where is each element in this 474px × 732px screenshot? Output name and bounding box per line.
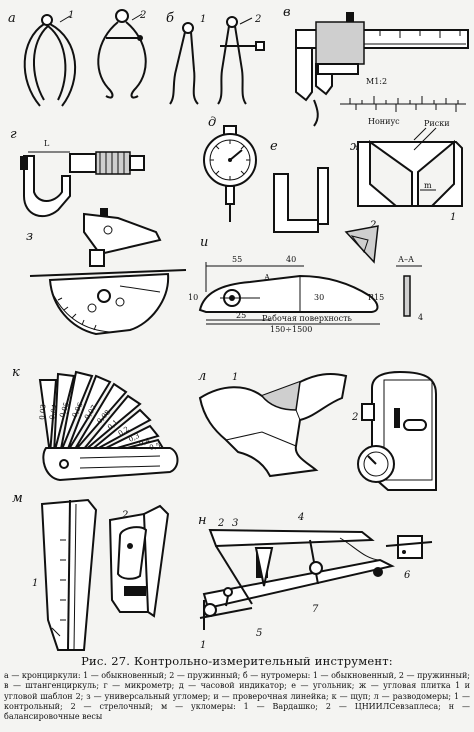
panel-zh-angle-gauges: ж Риски m 1 2 xyxy=(344,119,463,264)
angle-plate-illustration xyxy=(357,127,463,207)
vernier-caliper-illustration xyxy=(295,12,469,127)
panel-i-straight-edge: и 55 40 А 30 25 10 R15 Рабочая поверхнос… xyxy=(188,235,423,334)
panel-m-letter: м xyxy=(12,491,23,506)
nonius-label: Нониус xyxy=(368,117,400,126)
balance-scale-label: 4 xyxy=(297,512,304,523)
angle-plate-m-label: m xyxy=(424,181,432,190)
working-surface-label: Рабочая поверхность xyxy=(262,314,353,323)
dial-indicator-illustration xyxy=(203,125,257,222)
square-illustration xyxy=(273,167,329,233)
figure-legend: а — кронциркули: 1 — обыкновенный; 2 — п… xyxy=(4,671,470,722)
feeler-blade-label: 0,04 xyxy=(48,403,59,420)
panel-a-label-1: 1 xyxy=(68,10,74,21)
panel-zh-label-1: 1 xyxy=(450,212,456,223)
balance-scale-label: 5 xyxy=(256,628,262,639)
balance-scale-label: 3 xyxy=(232,518,238,529)
straight-edge-illustration xyxy=(198,262,422,325)
straight-edge-section-mark: А xyxy=(264,273,270,282)
panel-b-label-2: 2 xyxy=(254,14,261,25)
feeler-blade-label: 0,03 xyxy=(38,404,48,420)
straight-edge-dim-55: 55 xyxy=(232,255,242,264)
panel-n-letter: н xyxy=(198,513,207,528)
straight-edge-dim-10: 10 xyxy=(188,293,198,302)
tsniil-inclinometer-illustration xyxy=(108,504,170,618)
universal-protractor-illustration xyxy=(29,208,187,336)
panel-g-letter: г xyxy=(10,127,17,142)
section-width-label: 4 xyxy=(418,313,423,322)
panel-v-vernier-caliper: в М1:2 xyxy=(283,5,469,127)
panel-z-universal-protractor: з xyxy=(26,208,187,336)
straight-edge-radius: R15 xyxy=(368,293,384,302)
micrometer-dimension-label: L xyxy=(44,139,50,148)
panel-m-label-2: 2 xyxy=(121,510,128,521)
feeler-gauge-illustration xyxy=(38,370,179,482)
figure-plate: а 1 2 б 1 2 xyxy=(8,5,469,651)
micrometer-illustration xyxy=(20,151,145,218)
panel-a-calipers: а 1 2 xyxy=(8,9,147,107)
ordinary-outside-caliper-illustration xyxy=(23,14,77,107)
panel-d-letter: д xyxy=(208,115,216,130)
panel-l-set-gauges: л 1 2 xyxy=(198,369,437,491)
straight-edge-dim-30: 30 xyxy=(314,293,324,302)
dial-set-gauge-illustration xyxy=(357,370,437,491)
vernier-scale-illustration xyxy=(340,96,466,112)
spring-outside-caliper-illustration xyxy=(97,9,147,99)
panel-m-label-1: 1 xyxy=(32,578,38,589)
panel-e-square: е xyxy=(270,139,329,233)
panel-i-letter: и xyxy=(200,235,208,250)
vardashko-inclinometer-illustration xyxy=(40,498,98,651)
straight-edge-dim-40: 40 xyxy=(286,255,296,264)
panel-b-letter: б xyxy=(166,11,174,26)
spring-inside-caliper-illustration xyxy=(217,16,265,105)
panel-z-letter: з xyxy=(26,229,33,244)
figure-caption: Рис. 27. Контрольно-измерительный инстру… xyxy=(4,652,470,730)
panel-b-inside-calipers: б 1 2 xyxy=(166,11,265,105)
balance-scale-label: 6 xyxy=(404,570,411,581)
panel-zh-label-2: 2 xyxy=(369,220,376,231)
angle-template-illustration xyxy=(344,225,379,264)
figure-title: Рис. 27. Контрольно-измерительный инстру… xyxy=(81,654,393,668)
straight-edge-dim-25: 25 xyxy=(236,311,246,320)
balance-scale-label: 7 xyxy=(312,604,319,615)
riski-label: Риски xyxy=(424,119,450,128)
balance-scale-label: 2 xyxy=(217,518,224,529)
straight-edge-length: 150÷1500 xyxy=(270,325,312,334)
panel-k-letter: к xyxy=(12,365,20,380)
panel-a-letter: а xyxy=(8,11,16,26)
panel-v-letter: в xyxy=(283,5,291,20)
panel-l-label-2: 2 xyxy=(351,412,358,423)
panel-e-letter: е xyxy=(270,139,278,154)
vernier-scale-label: М1:2 xyxy=(366,77,387,86)
panel-b-label-1: 1 xyxy=(200,14,206,25)
panel-g-micrometer: г L xyxy=(10,127,145,218)
control-set-gauge-illustration xyxy=(198,373,348,478)
panel-d-dial-indicator: д xyxy=(203,115,257,222)
panel-a-label-2: 2 xyxy=(139,10,146,21)
panel-m-inclinometers: м 1 2 xyxy=(12,491,170,651)
feeler-blade-label: 0,4 xyxy=(138,436,152,448)
panel-l-letter: л xyxy=(198,369,206,384)
balance-scale-illustration xyxy=(199,528,433,630)
panel-l-label-1: 1 xyxy=(232,372,238,383)
ordinary-inside-caliper-illustration xyxy=(169,22,199,105)
section-a-a-label: А–А xyxy=(398,255,414,264)
feeler-blade-label: 0,5 xyxy=(149,441,162,451)
balance-scale-label: 1 xyxy=(200,640,206,651)
